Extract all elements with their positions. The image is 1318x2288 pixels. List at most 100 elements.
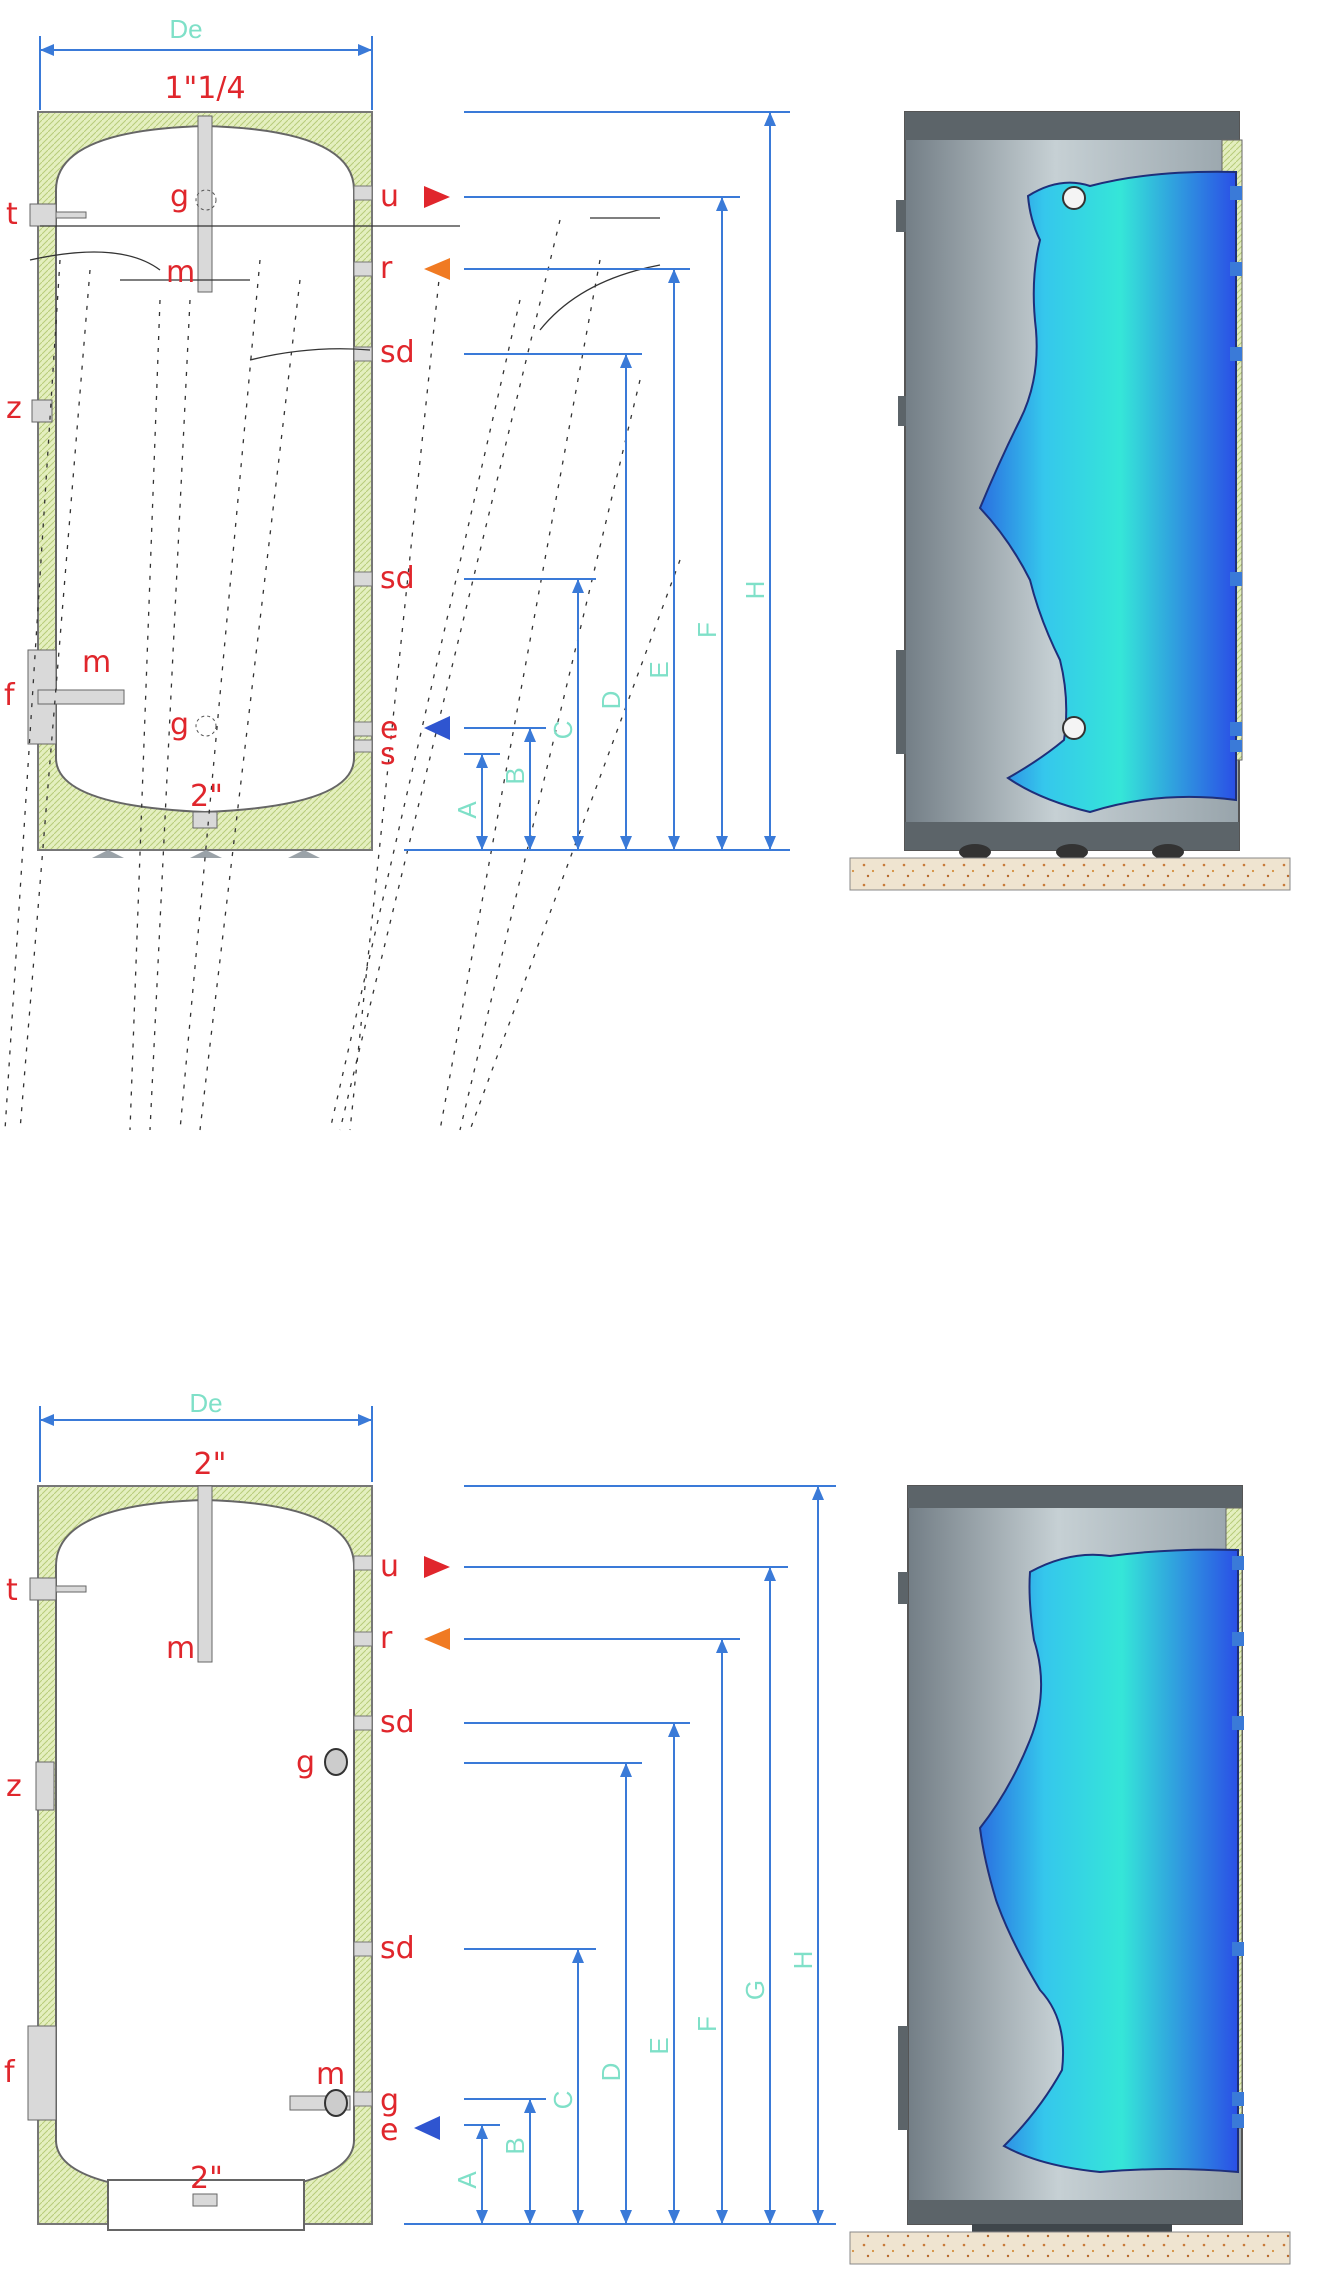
floor-slab — [849, 2231, 1291, 2265]
ghost-traces — [4, 219, 681, 1131]
label-z: z — [6, 1769, 22, 1804]
label-m-lower: m — [82, 645, 111, 680]
render-nozzles — [1230, 186, 1242, 752]
base-plinth — [972, 2224, 1172, 2232]
nozzle-s — [353, 739, 373, 753]
water-cutaway — [978, 170, 1237, 814]
foot-icon — [959, 844, 991, 860]
label-z: z — [6, 391, 22, 426]
port-g-icon — [324, 1748, 348, 1776]
cold-flow-arrow-icon — [414, 2116, 440, 2140]
thermometer-probe — [55, 211, 87, 219]
top-diagram: De 1"1/4 — [4, 14, 1291, 1131]
dim-label-H: H — [788, 1951, 818, 1970]
label-e: e — [380, 711, 398, 746]
dim-label-E: E — [644, 661, 674, 678]
bottom-diagram: De 2" t z f m g m 2" u r sd sd g e — [4, 1388, 1291, 2265]
dip-tube — [197, 115, 213, 293]
label-m-upper: m — [166, 1631, 195, 1666]
hot-flow-arrow-icon — [424, 1556, 450, 1578]
top-connection-label: 1"1/4 — [164, 71, 245, 106]
side-fitting — [898, 396, 906, 426]
dimension-extension-lines — [404, 1485, 836, 2225]
foot-icon — [1056, 844, 1088, 860]
heater-element — [37, 689, 125, 705]
label-r: r — [380, 251, 393, 286]
cutaway-render-bottom — [849, 1485, 1291, 2265]
dim-label-F: F — [692, 622, 722, 638]
floor-slab — [849, 857, 1291, 891]
foot-icon — [190, 850, 222, 858]
side-fitting — [898, 2026, 908, 2130]
anode-fitting — [35, 1761, 55, 1811]
tank-vessel — [55, 124, 355, 814]
bottom-connection-label: 2" — [190, 2161, 223, 2196]
dim-label-H: H — [740, 581, 770, 600]
label-g-lower: g — [380, 2083, 399, 2118]
width-label: De — [189, 1388, 222, 1418]
arrow-left-icon — [40, 1414, 54, 1426]
water-cutaway — [978, 1548, 1239, 2174]
dim-label-B: B — [500, 2137, 530, 2154]
top-cap — [905, 112, 1239, 140]
nozzle-r — [353, 261, 373, 277]
arrow-right-icon — [358, 1414, 372, 1426]
bottom-nozzle — [192, 811, 218, 829]
dim-label-E: E — [644, 2037, 674, 2054]
bottom-connection-label: 2" — [190, 779, 223, 814]
nozzle-u — [353, 185, 373, 201]
hot-flow-arrow-icon — [424, 186, 450, 208]
top-cap — [908, 1486, 1242, 1508]
label-u: u — [380, 179, 399, 214]
label-sd-lower: sd — [380, 1931, 415, 1966]
label-sd-upper: sd — [380, 1705, 415, 1740]
nozzle-e — [353, 2091, 373, 2107]
bottom-cap — [908, 2200, 1242, 2224]
label-g-upper: g — [170, 179, 189, 214]
dim-label-G: G — [740, 1980, 770, 2000]
label-e: e — [380, 2113, 398, 2148]
arrow-right-icon — [358, 44, 372, 56]
dim-label-C: C — [548, 2091, 578, 2110]
label-t: t — [6, 197, 18, 232]
dim-label-B: B — [500, 767, 530, 784]
label-t: t — [6, 1573, 18, 1608]
return-flow-arrow-icon — [424, 1628, 450, 1650]
dip-tube — [197, 1485, 213, 1663]
port-g-lower-icon — [195, 715, 217, 737]
dimension-lines — [476, 112, 776, 850]
side-fitting — [898, 1572, 908, 1604]
label-u: u — [380, 1549, 399, 1584]
side-fitting — [896, 200, 906, 232]
label-s: s — [380, 737, 396, 772]
nozzle-sd-upper — [353, 1715, 373, 1731]
label-sd-lower: sd — [380, 561, 415, 596]
foot-icon — [92, 850, 124, 858]
cold-flow-arrow-icon — [424, 716, 450, 740]
foot-icon — [1152, 844, 1184, 860]
render-nozzles — [1232, 1556, 1244, 2128]
width-label: De — [169, 14, 202, 44]
dim-label-A: A — [452, 2171, 482, 2189]
nozzle-sd-upper — [353, 346, 373, 362]
label-g-upper: g — [296, 1745, 315, 1780]
thermometer-fitting — [29, 1577, 57, 1601]
dim-label-D: D — [596, 691, 626, 710]
dim-label-D: D — [596, 2063, 626, 2082]
dim-label-C: C — [548, 721, 578, 740]
foot-icon — [288, 850, 320, 858]
nozzle-sd-lower — [353, 571, 373, 587]
label-g-lower: g — [170, 707, 189, 742]
thermometer-probe — [55, 1585, 87, 1593]
label-m-lower: m — [316, 2057, 345, 2092]
port-g-icon — [324, 2089, 348, 2117]
label-m-upper: m — [166, 255, 195, 290]
nozzle-sd-lower — [353, 1941, 373, 1957]
dimension-extension-lines — [404, 111, 790, 851]
top-connection-label: 2" — [194, 1447, 227, 1482]
port-g-upper-icon — [195, 189, 217, 211]
nozzle-u — [353, 1555, 373, 1571]
anode-fitting — [31, 399, 53, 423]
port-g-icon — [1062, 716, 1086, 740]
